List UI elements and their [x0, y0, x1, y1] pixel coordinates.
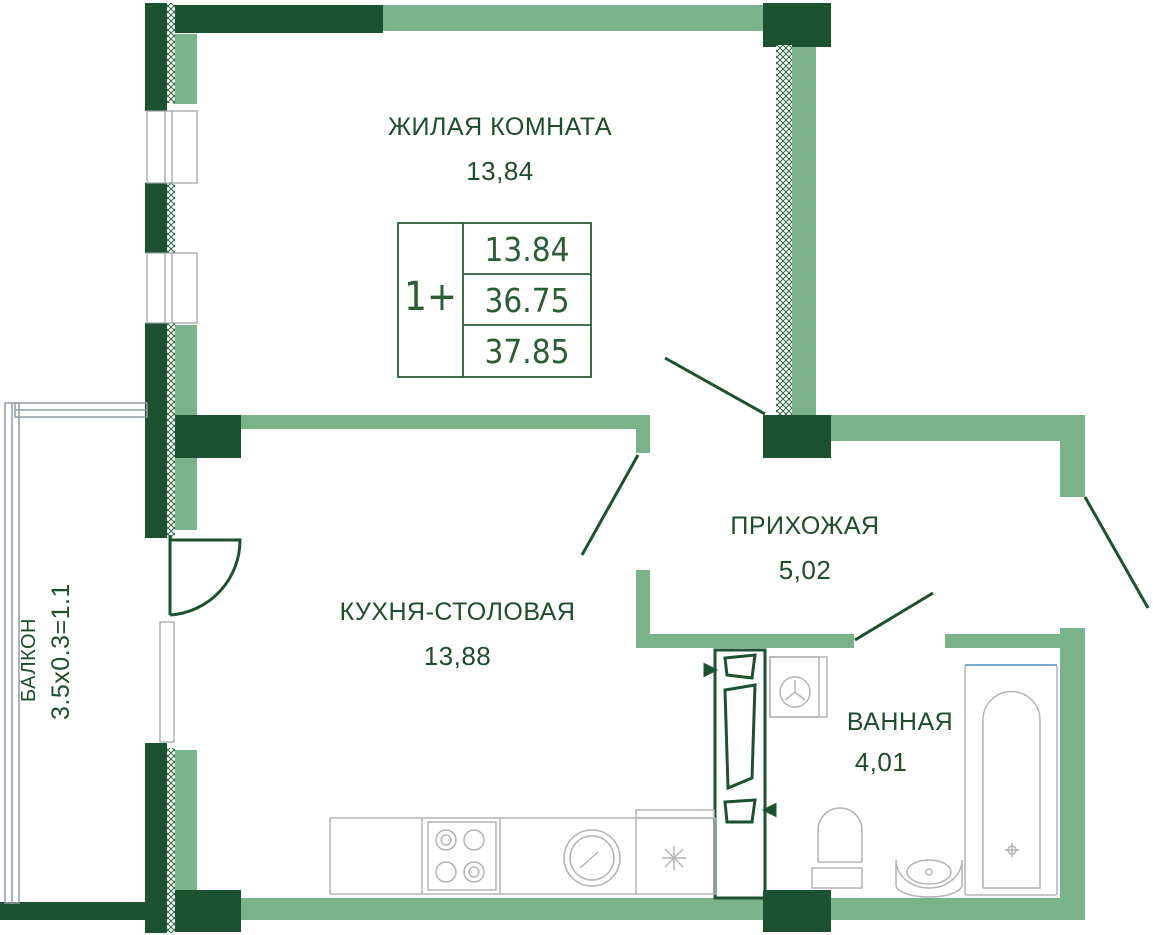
balcony-area: 3.5x0.3=1.1 [47, 583, 75, 720]
room-name: ЖИЛАЯ КОМНАТА [387, 113, 613, 141]
total-with-balcony-value: 37.85 [484, 332, 570, 371]
room-label-kitchen: КУХНЯ-СТОЛОВАЯ 13,88 [335, 598, 580, 671]
door-swings [580, 356, 1150, 642]
kitchen-fixtures [329, 809, 716, 895]
living-area-value: 13.84 [484, 230, 570, 269]
summary-table [397, 222, 592, 378]
room-area: 13,88 [423, 641, 492, 671]
bathroom-fixtures [769, 656, 1058, 898]
total-area-value: 36.75 [484, 281, 570, 320]
room-label-hallway: ПРИХОЖАЯ 5,02 [720, 512, 890, 585]
ventilation-shaft [703, 648, 777, 900]
windows [146, 110, 198, 324]
balcony-door [159, 535, 242, 743]
room-name: ВАННАЯ [846, 708, 954, 736]
balcony-name: БАЛКОН [18, 618, 40, 703]
room-label-bathroom: ВАННАЯ 4,01 [835, 708, 965, 776]
room-label-living: ЖИЛАЯ КОМНАТА 13,84 [380, 113, 620, 186]
hatched-walls [167, 3, 792, 933]
balcony-label: БАЛКОН 3.5x0.3=1.1 [18, 583, 138, 720]
room-name: ПРИХОЖАЯ [730, 512, 880, 540]
room-area: 4,01 [854, 747, 908, 777]
exterior-walls [0, 3, 831, 933]
room-area: 13,84 [466, 156, 534, 186]
interior-walls [173, 5, 1085, 920]
room-area: 5,02 [778, 555, 832, 585]
balcony [4, 402, 148, 904]
room-name: КУХНЯ-СТОЛОВАЯ [339, 598, 576, 626]
apartment-type: 1+ [403, 274, 458, 320]
